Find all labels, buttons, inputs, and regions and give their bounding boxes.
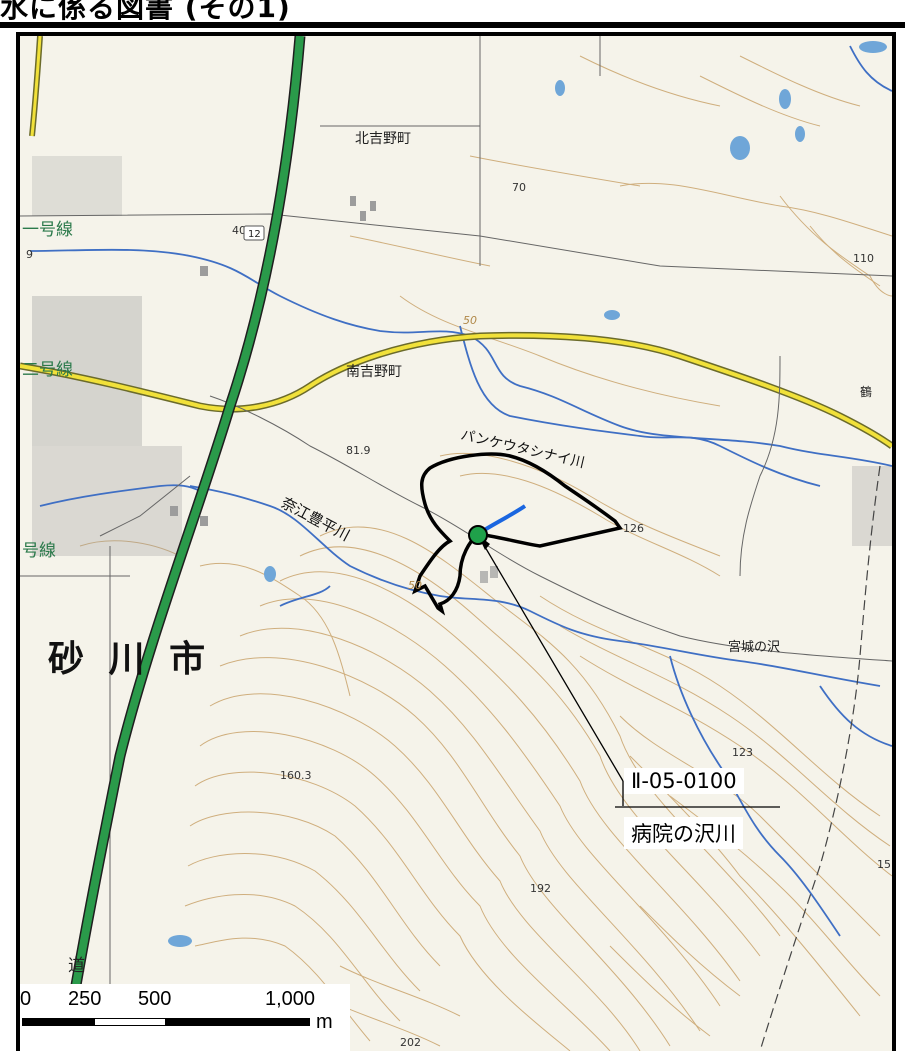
site-marker xyxy=(468,525,488,545)
place-label-city: 砂 川 市 xyxy=(48,639,211,680)
callout-river-name: 病院の沢川 xyxy=(624,817,743,849)
road-label-3: 号線 xyxy=(22,541,56,561)
road-label-1: 一号線 xyxy=(22,220,73,240)
callout-river-id: Ⅱ-05-0100 xyxy=(624,768,744,794)
scale-unit: m xyxy=(316,1011,333,1033)
elevation-label: 202 xyxy=(400,1036,421,1049)
expressway xyxy=(59,36,306,1051)
elevation-label: 70 xyxy=(512,181,526,194)
watershed-boundary xyxy=(412,452,623,616)
road-label-2: 二号線 xyxy=(22,360,73,380)
scale-segment-2 xyxy=(94,1018,166,1026)
place-label-minamiyoshino: 南吉野町 xyxy=(346,364,402,380)
elevation-label: 9 xyxy=(26,248,33,261)
scale-tick-label: 0 xyxy=(20,988,32,1010)
rivers xyxy=(29,45,892,937)
callout-leader xyxy=(477,534,624,782)
elevation-label: 50 xyxy=(463,314,477,327)
page-title: 水に係る図書 (その1) xyxy=(0,0,291,22)
elevation-label: 110 xyxy=(853,252,874,265)
elevation-label: 192 xyxy=(530,882,551,895)
elevation-label: 50 xyxy=(408,579,422,592)
scale-tick-label: 500 xyxy=(138,988,172,1010)
topographic-map: 北吉野町 南吉野町 宮城の沢 鶴 砂 川 市 パンケウタシナイ川 奈江豊平川 一… xyxy=(20,36,892,1051)
map-frame: 北吉野町 南吉野町 宮城の沢 鶴 砂 川 市 パンケウタシナイ川 奈江豊平川 一… xyxy=(16,32,896,1051)
scale-tick-label: 1,000 xyxy=(265,988,316,1010)
admin-boundaries xyxy=(759,465,881,1051)
scale-segment-1 xyxy=(22,1018,94,1026)
header-divider xyxy=(0,22,905,28)
elevation-label: 40 xyxy=(232,224,246,237)
scale-tick-label: 250 xyxy=(68,988,102,1010)
minor-roads xyxy=(20,36,892,1016)
route-shield-label: 12 xyxy=(248,229,261,240)
map-paper xyxy=(20,36,892,1051)
route-shield-12: 12 xyxy=(243,225,265,241)
contour-lines xyxy=(79,55,892,1051)
place-label-miyagi: 宮城の沢 xyxy=(728,639,780,655)
elevation-label: 160.3 xyxy=(280,769,312,782)
scale-bar: 0 250 500 1,000 m xyxy=(20,984,350,1051)
scale-segment-3 xyxy=(166,1018,310,1026)
elevation-label: 126 xyxy=(623,522,644,535)
elevation-label: 15 xyxy=(877,858,891,871)
place-label-tsuru: 鶴 xyxy=(860,384,872,399)
elevation-label: 123 xyxy=(732,746,753,759)
ponds xyxy=(168,41,887,947)
elevation-label: 81.9 xyxy=(346,444,371,457)
page-header: 水に係る図書 (その1) xyxy=(0,0,905,22)
road-label-dou: 道 xyxy=(68,956,85,976)
place-label-kitayoshino: 北吉野町 xyxy=(355,131,411,147)
main-roads xyxy=(20,36,892,449)
